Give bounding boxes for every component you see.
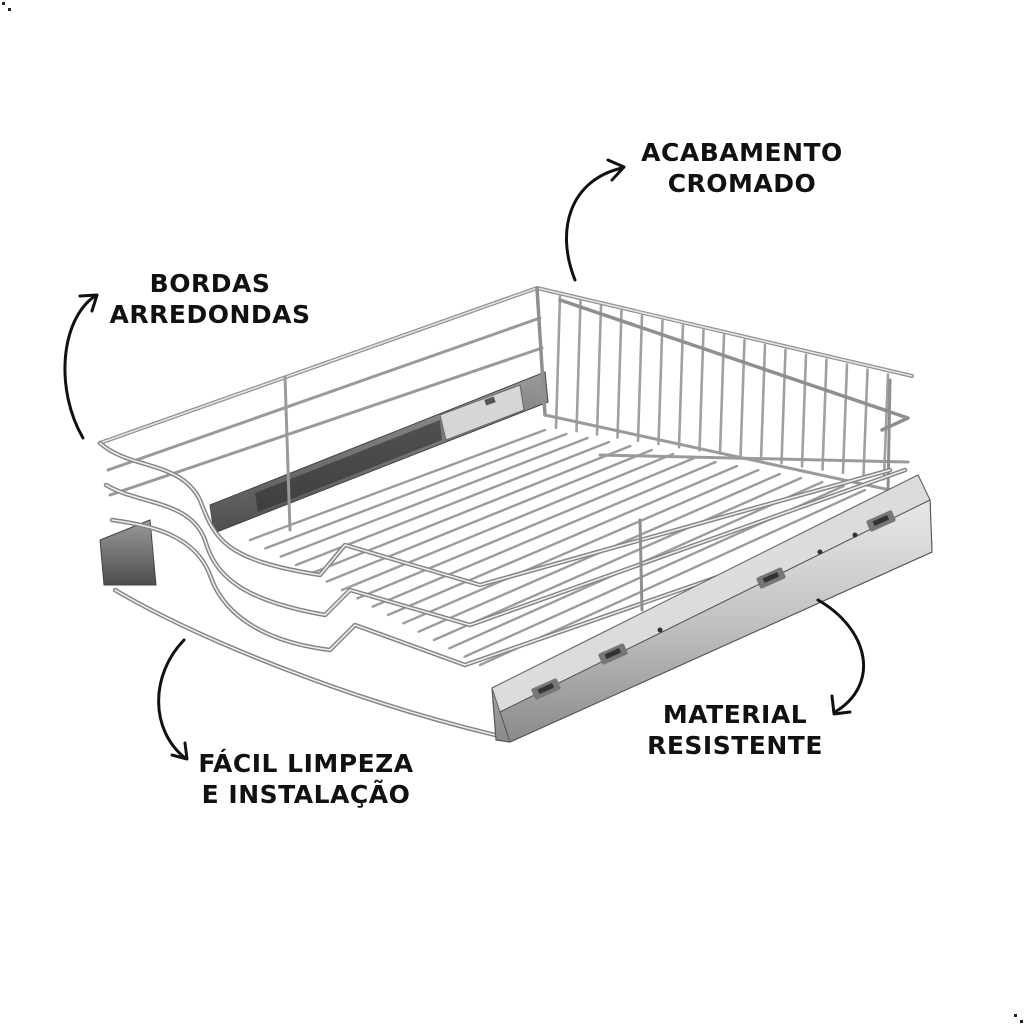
arrow-to-finish <box>565 158 626 282</box>
back-vertical-wire <box>800 353 808 468</box>
callout-cleaning: FÁCIL LIMPEZA E INSTALAÇÃO <box>176 748 436 810</box>
back-vertical-wire <box>759 343 767 462</box>
back-vertical-wire <box>780 348 787 465</box>
floor-wire <box>264 432 568 550</box>
corner-mark-top-left-2 <box>8 8 11 11</box>
floor-wire <box>356 456 696 600</box>
floor-wire <box>402 468 760 625</box>
corner-mark-bottom-right <box>1014 1014 1017 1017</box>
back-vertical-wire <box>698 328 705 452</box>
callout-material-line1: MATERIAL <box>662 700 808 729</box>
callout-edges: BORDAS ARREDONDAS <box>80 268 340 330</box>
back-vertical-wire <box>862 368 869 478</box>
callout-finish-line2: CROMADO <box>667 169 817 198</box>
callout-edges-line2: ARREDONDAS <box>109 300 311 329</box>
back-vertical-wire <box>841 363 849 475</box>
arrow-to-edges <box>63 293 99 440</box>
floor-wire <box>325 448 653 583</box>
floor-wire <box>248 428 547 542</box>
back-vertical-wire <box>677 324 685 449</box>
callout-material-line2: RESISTENTE <box>647 731 823 760</box>
floor-wire <box>386 464 739 617</box>
back-vertical-wire <box>575 299 582 433</box>
callout-cleaning-line1: FÁCIL LIMPEZA <box>198 749 414 778</box>
back-vertical-wire <box>657 319 664 446</box>
back-vertical-wire <box>821 358 828 471</box>
callout-edges-line1: BORDAS <box>149 269 271 298</box>
callout-finish-line1: ACABAMENTO <box>641 138 843 167</box>
floor-wire <box>371 460 717 608</box>
floor-wire <box>279 436 589 558</box>
corner-mark-bottom-right-2 <box>1020 1020 1023 1023</box>
arrow-from-material <box>816 598 865 716</box>
back-left-slide-rail <box>209 371 549 534</box>
corner-mark-top-left <box>2 2 5 5</box>
back-vertical-wire <box>616 309 623 439</box>
back-vertical-wire <box>554 294 562 430</box>
callout-material: MATERIAL RESISTENTE <box>630 699 840 761</box>
front-left-slide-rail <box>99 519 157 586</box>
arrow-from-cleaning <box>157 638 189 761</box>
back-vertical-wire <box>739 338 746 459</box>
back-vertical-wire <box>636 314 644 443</box>
callout-cleaning-line2: E INSTALAÇÃO <box>201 780 411 809</box>
floor-wire <box>340 452 675 592</box>
callout-finish: ACABAMENTO CROMADO <box>622 137 862 199</box>
wire-basket <box>97 286 914 738</box>
back-vertical-wire <box>595 304 603 436</box>
floor-wire <box>432 476 803 642</box>
front-right-slide-rail <box>491 474 933 743</box>
